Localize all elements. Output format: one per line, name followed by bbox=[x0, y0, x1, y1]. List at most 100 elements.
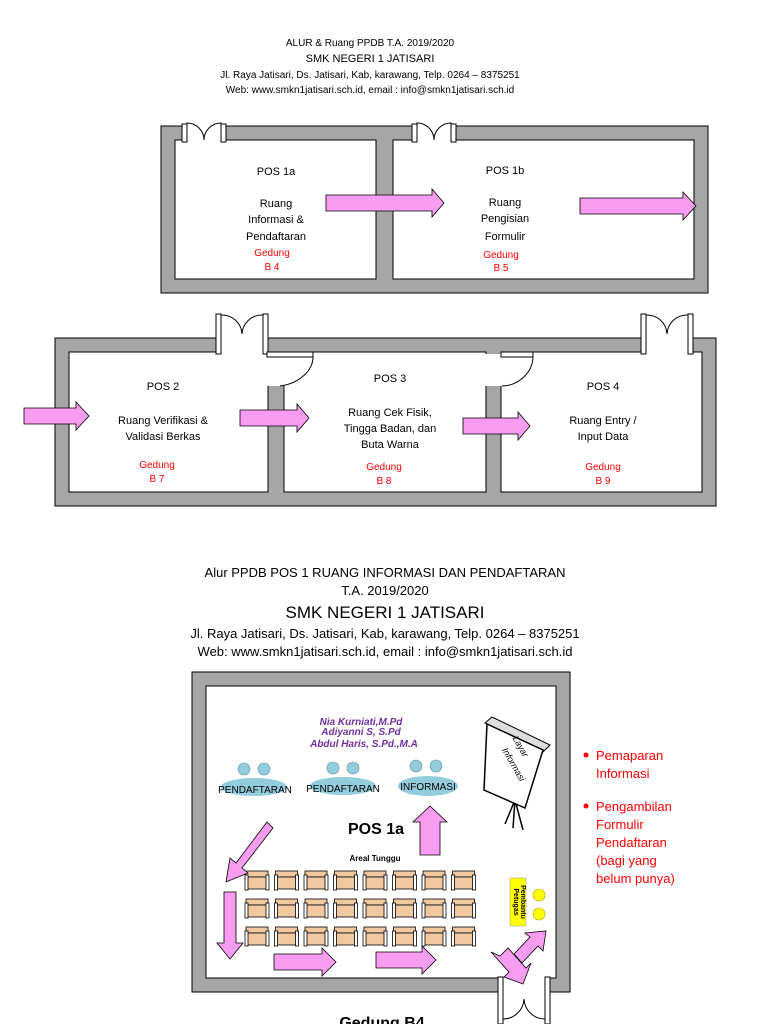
room-name-line: Ruang bbox=[489, 197, 521, 209]
chair-icon bbox=[303, 898, 329, 919]
staff-name: Adiyanni S, S.Pd bbox=[320, 727, 401, 738]
room-name-line: Pengisian bbox=[481, 213, 529, 225]
helper-desk-icon bbox=[509, 877, 527, 927]
person-icon bbox=[346, 761, 360, 775]
info-bullet-list: Pemaparan Informasi Pengambilan Formulir… bbox=[583, 748, 675, 886]
page1-web: Web: www.smkn1jatisari.sch.id, email : i… bbox=[226, 85, 514, 96]
flow-arrow-icon bbox=[411, 805, 449, 856]
flow-arrow-icon bbox=[513, 930, 547, 964]
room-name-line: Formulir bbox=[485, 231, 526, 243]
person-icon bbox=[237, 762, 251, 776]
waiting-area-label: Areal Tunggu bbox=[350, 854, 401, 863]
room-pos-label: POS 3 bbox=[374, 373, 406, 385]
desk-icon bbox=[398, 776, 458, 796]
chair-icon bbox=[244, 926, 270, 947]
flow-arrow-icon bbox=[579, 190, 697, 222]
flow-arrow-icon bbox=[225, 821, 274, 883]
page1-header: ALUR & Ruang PPDB T.A. 2019/2020 SMK NEG… bbox=[220, 38, 520, 96]
desk-icon bbox=[221, 778, 287, 796]
page2-web: Web: www.smkn1jatisari.sch.id, email : i… bbox=[198, 644, 573, 659]
room-name-line: Pendaftaran bbox=[246, 231, 306, 243]
staff-name: Nia Kurniati,M.Pd bbox=[320, 717, 404, 728]
flow-arrow-icon bbox=[325, 187, 445, 219]
door-icon bbox=[497, 976, 551, 1024]
room-pos-label: POS 2 bbox=[147, 381, 179, 393]
desk-label: PENDAFTARAN bbox=[218, 785, 292, 796]
room-gedung-label: Gedung bbox=[139, 460, 175, 471]
person-icon bbox=[532, 888, 546, 902]
room-pos-2: POS 2 Ruang Verifikasi & Validasi Berkas… bbox=[118, 381, 209, 485]
room-gedung-label: Gedung bbox=[254, 248, 290, 259]
door-icon bbox=[181, 122, 227, 143]
person-icon bbox=[257, 762, 271, 776]
chair-icon bbox=[421, 898, 447, 919]
room-name-line: Tingga Badan, dan bbox=[344, 423, 437, 435]
chair-icon bbox=[392, 870, 417, 891]
chair-icon bbox=[303, 926, 329, 947]
flow-arrow-icon bbox=[462, 410, 531, 442]
person-icon bbox=[532, 907, 546, 921]
projector-screen-icon: Layar Informasi bbox=[483, 716, 551, 831]
chair-icon bbox=[244, 870, 270, 891]
chair-icon bbox=[244, 898, 270, 919]
bullet-text: Formulir bbox=[596, 817, 644, 832]
room-gedung-label: Gedung bbox=[585, 462, 621, 473]
room-pos-1a: POS 1a Ruang Informasi & Pendaftaran Ged… bbox=[246, 166, 306, 273]
chair-icon bbox=[362, 926, 388, 947]
bullet-icon bbox=[583, 803, 589, 809]
page1-title: ALUR & Ruang PPDB T.A. 2019/2020 bbox=[286, 38, 455, 49]
waiting-area-chairs bbox=[244, 870, 476, 947]
door-icon bbox=[411, 122, 457, 143]
room-gedung-label: Gedung bbox=[483, 250, 519, 261]
chair-icon bbox=[274, 926, 299, 947]
room-label: POS 1a bbox=[348, 821, 404, 838]
page2-address: Jl. Raya Jatisari, Ds. Jatisari, Kab, ka… bbox=[190, 626, 579, 641]
bullet-text: Pendaftaran bbox=[596, 835, 667, 850]
door-icon bbox=[640, 313, 694, 355]
staff-names: Nia Kurniati,M.Pd Adiyanni S, S.Pd Abdul… bbox=[309, 717, 418, 750]
bullet-text: Pemaparan bbox=[596, 748, 663, 763]
staff-name: Abdul Haris, S.Pd.,M.A bbox=[309, 739, 418, 750]
room-pos-label: POS 1a bbox=[257, 166, 296, 178]
room-building-code: B 9 bbox=[595, 476, 610, 487]
chair-icon bbox=[451, 898, 476, 919]
chair-icon bbox=[451, 926, 476, 947]
flow-arrow-icon bbox=[273, 947, 337, 977]
room-pos-label: POS 4 bbox=[587, 381, 619, 393]
helper-label: Petugas bbox=[512, 888, 519, 915]
chair-icon bbox=[392, 926, 417, 947]
room-name-line: Ruang Entry / bbox=[569, 415, 637, 427]
room-name-line: Informasi & bbox=[248, 214, 304, 226]
desk-pendaftaran: PENDAFTARAN bbox=[306, 761, 380, 795]
bullet-text: Pengambilan bbox=[596, 799, 672, 814]
bullet-text: belum punya) bbox=[596, 871, 675, 886]
desk-pendaftaran: PENDAFTARAN bbox=[218, 762, 292, 796]
room-name-line: Buta Warna bbox=[361, 439, 420, 451]
page2-title-line-2: T.A. 2019/2020 bbox=[341, 583, 428, 598]
helper-staff: Petugas Pembantu bbox=[509, 877, 546, 927]
building-label: Gedung B4 bbox=[339, 1015, 424, 1024]
page2-header: Alur PPDB POS 1 RUANG INFORMASI DAN PEND… bbox=[190, 565, 579, 659]
flow-arrow-icon bbox=[490, 947, 532, 985]
bullet-icon bbox=[583, 752, 589, 758]
chair-icon bbox=[362, 898, 388, 919]
chair-icon bbox=[392, 898, 417, 919]
chair-icon bbox=[274, 870, 299, 891]
chair-icon bbox=[362, 870, 388, 891]
desk-informasi: INFORMASI bbox=[398, 759, 458, 796]
flow-arrow-icon bbox=[216, 891, 244, 960]
chair-icon bbox=[333, 870, 358, 891]
page2-school: SMK NEGERI 1 JATISARI bbox=[285, 603, 484, 622]
room-pos-1b: POS 1b Ruang Pengisian Formulir Gedung B… bbox=[481, 165, 529, 274]
room-pos-4: POS 4 Ruang Entry / Input Data Gedung B … bbox=[569, 381, 637, 487]
person-icon bbox=[429, 759, 443, 773]
room-name-line: Ruang Verifikasi & bbox=[118, 415, 209, 427]
chair-icon bbox=[451, 870, 476, 891]
room-building-code: B 7 bbox=[149, 474, 164, 485]
chair-icon bbox=[421, 926, 447, 947]
desk-label: PENDAFTARAN bbox=[306, 784, 380, 795]
chair-icon bbox=[274, 898, 299, 919]
room-pos-label: POS 1b bbox=[486, 165, 525, 177]
chair-icon bbox=[333, 898, 358, 919]
